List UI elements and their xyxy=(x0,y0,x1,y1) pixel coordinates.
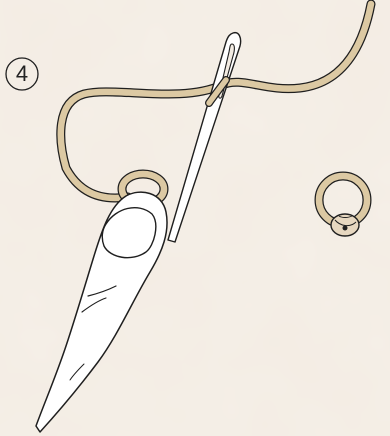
bead xyxy=(331,214,359,236)
